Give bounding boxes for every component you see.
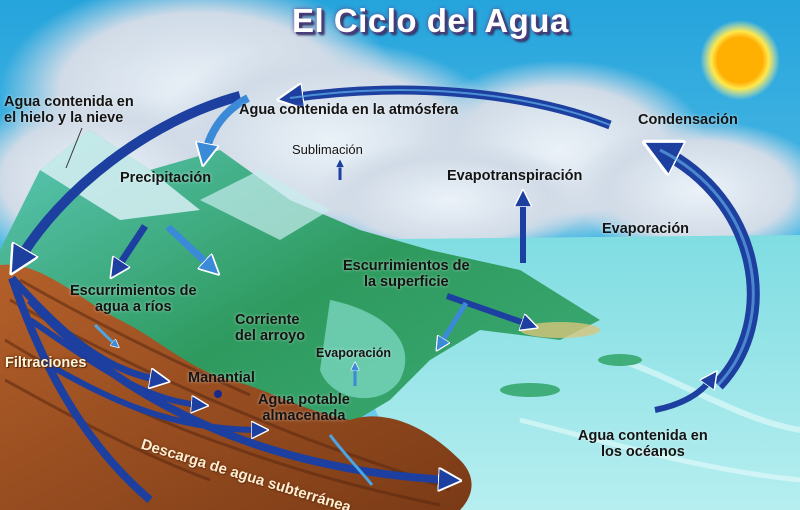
label-line: la superficie — [363, 274, 449, 290]
label-atmosphere: Agua contenida en la atmósfera — [239, 102, 459, 118]
label-surface-runoff: Escurrimientos de la superficie — [343, 258, 470, 290]
label-line: almacenada — [262, 408, 346, 424]
label-line: del arroyo — [235, 328, 306, 344]
label-evaporation-lake: Evaporación — [316, 346, 392, 360]
diagram-title: El Ciclo del Agua — [292, 2, 569, 39]
label-runoff-rivers: Escurrimientos de agua a ríos — [70, 283, 197, 315]
label-infiltration: Filtraciones — [5, 355, 87, 371]
label-ice-snow: Agua contenida en el hielo y la nieve — [4, 94, 134, 126]
label-line: Agua potable — [258, 392, 350, 408]
label-ocean-storage: Agua contenida en los océanos — [578, 428, 708, 460]
label-freshwater-storage: Agua potable almacenada — [258, 392, 350, 424]
label-line: los océanos — [600, 444, 685, 460]
sun-icon — [700, 20, 780, 100]
spring-marker — [214, 390, 222, 398]
label-condensation: Condensación — [638, 112, 738, 128]
label-line: el hielo y la nieve — [4, 110, 124, 126]
label-line: Agua contenida en — [4, 94, 134, 110]
label-evaporation-ocean: Evaporación — [602, 221, 690, 237]
label-line: Corriente — [235, 312, 300, 328]
label-sublimation: Sublimación — [292, 142, 363, 157]
label-line: Agua contenida en — [578, 428, 708, 444]
label-line: Escurrimientos de — [70, 283, 197, 299]
label-line: agua a ríos — [94, 299, 172, 315]
label-spring: Manantial — [188, 370, 255, 386]
label-precipitation: Precipitación — [120, 170, 212, 186]
label-evapotranspiration: Evapotranspiración — [447, 168, 583, 184]
label-line: Escurrimientos de — [343, 258, 470, 274]
label-stream-flow: Corriente del arroyo — [235, 312, 305, 344]
